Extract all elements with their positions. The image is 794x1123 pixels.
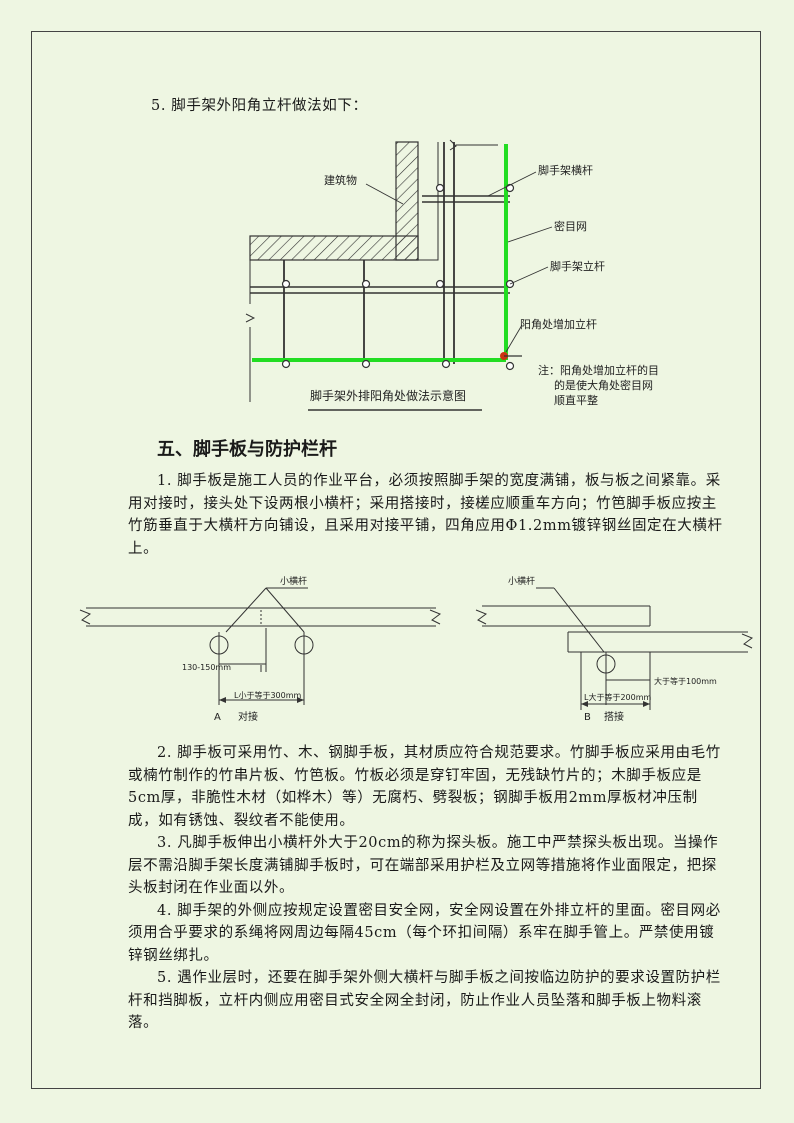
paragraph-3: 3. 凡脚手板伸出小横杆外大于20cm的称为探头板。施工中严禁探头板出现。当操作… (128, 835, 719, 896)
plank-joint-diagram: 小横杆 130-150mm L小于等于300mm A 对接 小横杆 大于等于10… (79, 575, 754, 723)
intro-text: 5. 脚手架外阳角立杆做法如下： (151, 98, 368, 114)
right-name: 搭接 (604, 710, 624, 723)
note-line-1: 注：阳角处增加立杆的目 (538, 363, 658, 377)
left-tag: A (214, 712, 221, 723)
left-name: 对接 (238, 710, 258, 723)
figure-caption: 脚手架外排阳角处做法示意图 (310, 388, 466, 403)
section-title: 五、脚手板与防护栏杆 (157, 439, 337, 460)
building-slab (249, 235, 419, 261)
label-building: 建筑物 (324, 173, 357, 187)
label-added-standard: 阳角处增加立杆 (520, 317, 597, 331)
right-dim-big: L大于等于200mm (584, 692, 652, 702)
paragraph-5: 5. 遇作业层时，还要在脚手架外侧大横杆与脚手板之间按临边防护的要求设置防护栏杆… (128, 970, 721, 1031)
page-border (31, 31, 761, 1089)
label-net: 密目网 (554, 219, 587, 233)
note-line-3: 顺直平整 (554, 393, 598, 407)
label-ledger: 脚手架横杆 (538, 163, 593, 177)
label-standard: 脚手架立杆 (550, 259, 605, 273)
body-paragraphs: 2. 脚手板可采用竹、木、钢脚手板，其材质应符合规范要求。竹脚手板应采用由毛竹或… (128, 742, 723, 1035)
right-tag: B (584, 712, 591, 723)
left-dim-big: L小于等于300mm (234, 690, 302, 700)
left-dim-small: 130-150mm (182, 663, 231, 672)
left-crossbar-label: 小横杆 (280, 575, 307, 587)
paragraph-2: 2. 脚手板可采用竹、木、钢脚手板，其材质应符合规范要求。竹脚手板应采用由毛竹或… (128, 745, 721, 829)
corner-scaffold-diagram: 建筑物 脚手架横杆 密目网 脚手架立杆 阳角处增加立杆 注：阳角处增加立杆的目 … (245, 139, 658, 411)
note-line-2: 的是使大角处密目网 (554, 378, 653, 392)
paragraph-1: 1. 脚手板是施工人员的作业平台，必须按照脚手架的宽度满铺，板与板之间紧靠。采用… (128, 473, 723, 557)
right-crossbar-label: 小横杆 (508, 575, 535, 587)
paragraph-4: 4. 脚手架的外侧应按规定设置密目安全网，安全网设置在外排立杆的里面。密目网必须… (128, 902, 721, 964)
right-dim-small: 大于等于100mm (654, 676, 717, 686)
